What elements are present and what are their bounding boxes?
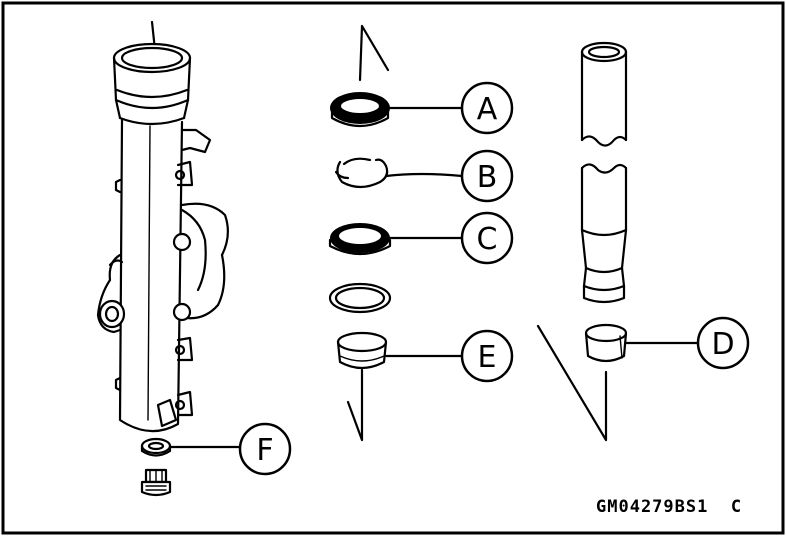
part-b-snap-ring	[334, 157, 389, 189]
callout-f: F	[238, 422, 292, 476]
leader-b	[384, 172, 464, 178]
callout-f-label: F	[256, 433, 273, 468]
callout-e-label: E	[478, 340, 497, 375]
inner-tube	[580, 41, 628, 304]
washer-ring	[328, 282, 392, 314]
guide-line-inner	[536, 324, 608, 442]
part-c-oil-seal	[328, 223, 392, 256]
drawing-code: GM04279BS1 C	[596, 497, 742, 517]
callout-c-label: C	[477, 222, 498, 257]
callout-b: B	[460, 149, 514, 203]
guide-line-top	[358, 24, 390, 82]
part-e-guide-bush	[336, 331, 388, 370]
callout-d: D	[696, 316, 750, 370]
callout-e: E	[460, 329, 514, 383]
washer-f	[140, 437, 172, 457]
callout-a-label: A	[477, 92, 498, 127]
outer-tube	[96, 20, 229, 433]
guide-line-bottom	[346, 368, 364, 442]
callout-a: A	[460, 81, 514, 135]
drain-bolt	[140, 468, 172, 497]
callout-c: C	[460, 211, 514, 265]
part-d-slide-bush	[584, 323, 628, 363]
callout-d-label: D	[711, 327, 734, 362]
part-a-dust-seal	[330, 92, 390, 128]
callout-b-label: B	[477, 160, 498, 195]
